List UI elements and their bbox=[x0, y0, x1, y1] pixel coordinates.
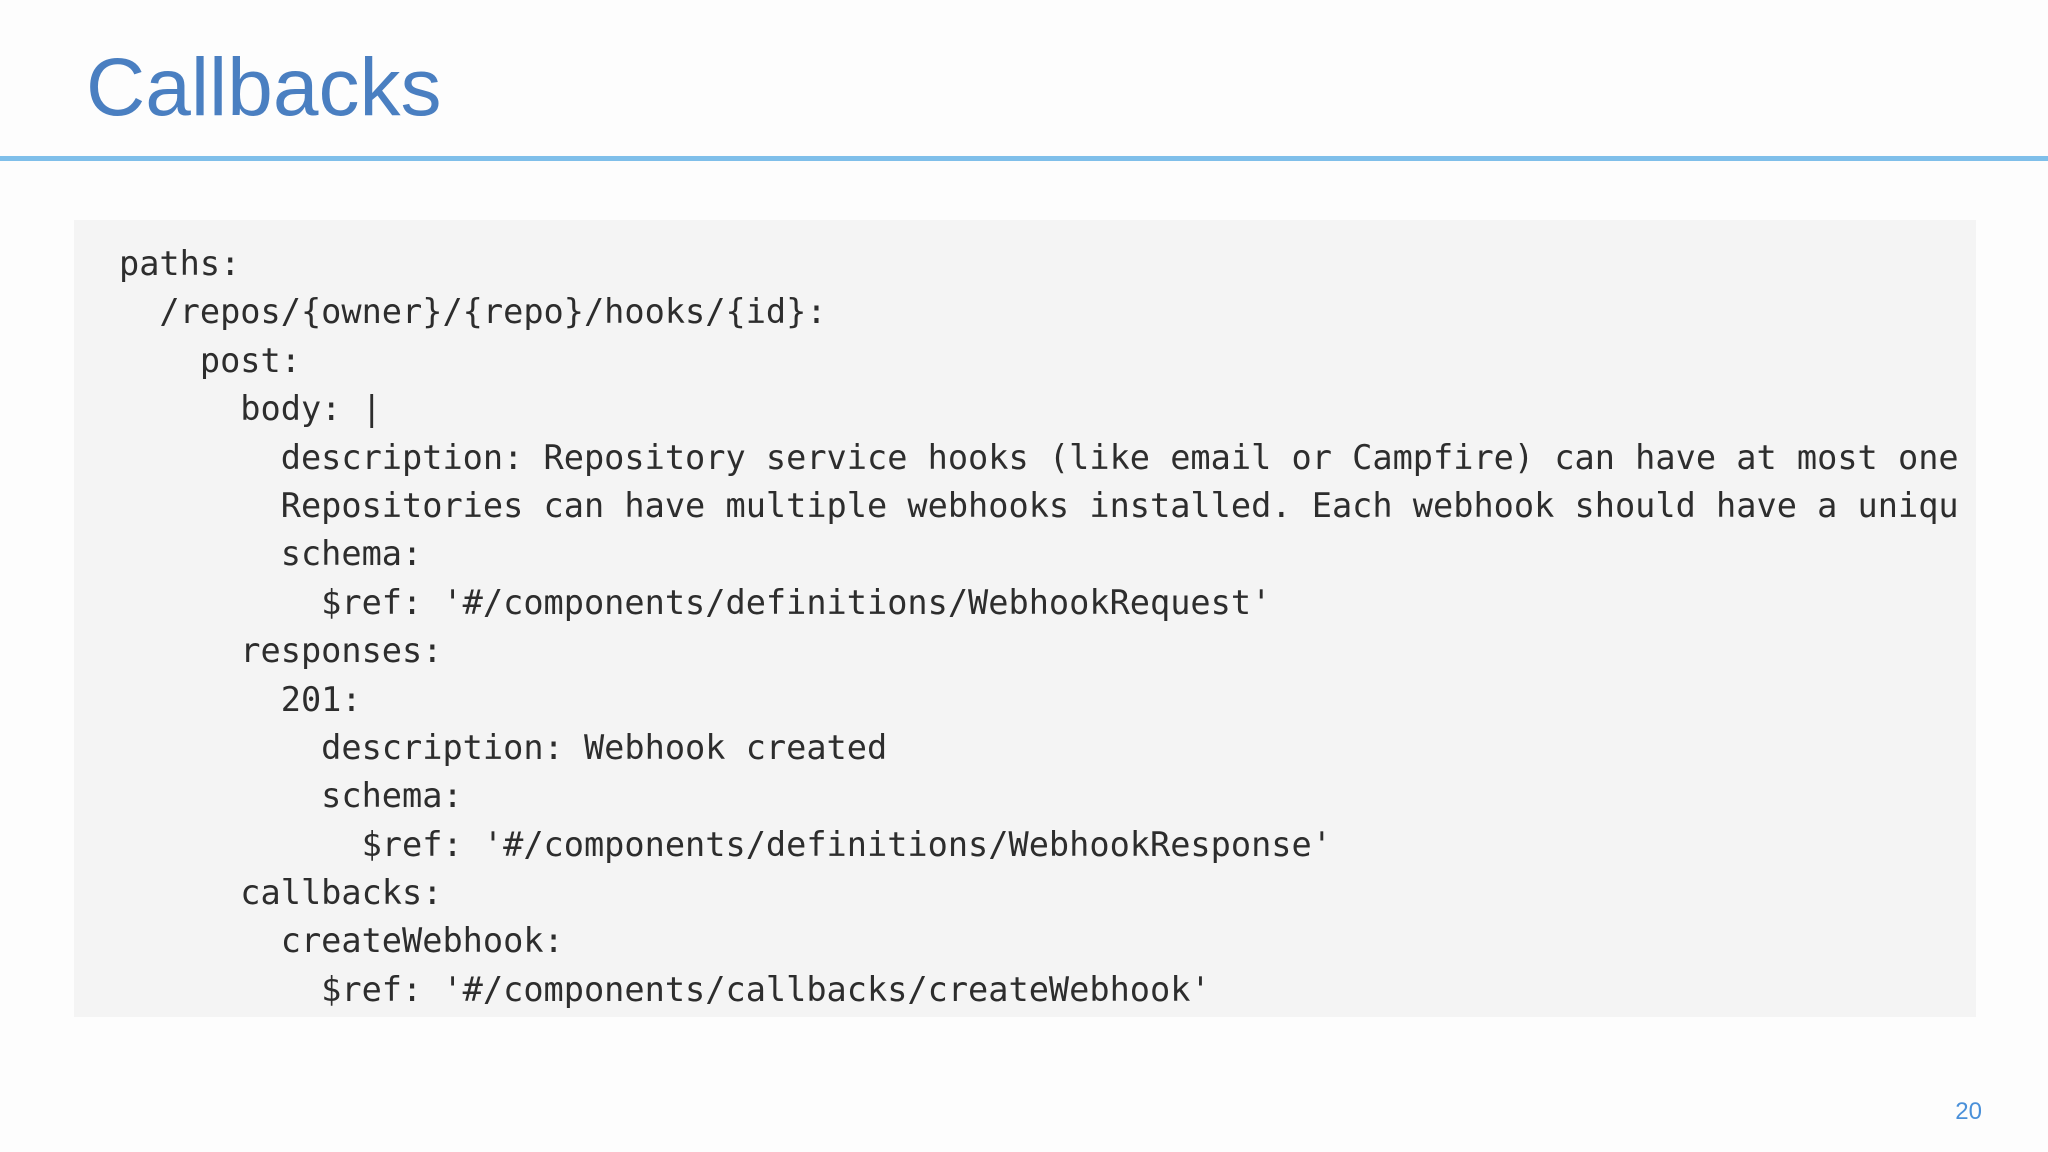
code-line: $ref: '#/components/definitions/WebhookR… bbox=[119, 824, 1332, 864]
code-line: description: Webhook created bbox=[119, 727, 888, 767]
code-line: callbacks: bbox=[119, 873, 443, 913]
slide-title: Callbacks bbox=[86, 42, 442, 133]
code-line: $ref: '#/components/definitions/WebhookR… bbox=[119, 582, 1272, 622]
code-listing: paths: /repos/{owner}/{repo}/hooks/{id}:… bbox=[119, 240, 1959, 1014]
code-line: createWebhook: bbox=[119, 921, 564, 961]
code-line: $ref: '#/components/callbacks/createWebh… bbox=[119, 969, 1211, 1009]
code-line: 201: bbox=[119, 679, 362, 719]
title-divider bbox=[0, 156, 2048, 161]
code-line: paths: bbox=[119, 244, 241, 283]
code-line: /repos/{owner}/{repo}/hooks/{id}: bbox=[119, 292, 827, 332]
code-line: post: bbox=[119, 340, 301, 380]
code-line: schema: bbox=[119, 776, 463, 816]
code-line: body: | bbox=[119, 389, 382, 429]
code-line: schema: bbox=[119, 534, 423, 574]
code-line: responses: bbox=[119, 631, 443, 671]
page-number: 20 bbox=[1955, 1098, 1982, 1125]
code-line: Repositories can have multiple webhooks … bbox=[119, 485, 1959, 525]
code-line: description: Repository service hooks (l… bbox=[119, 437, 1959, 477]
code-block: paths: /repos/{owner}/{repo}/hooks/{id}:… bbox=[74, 220, 1976, 1017]
